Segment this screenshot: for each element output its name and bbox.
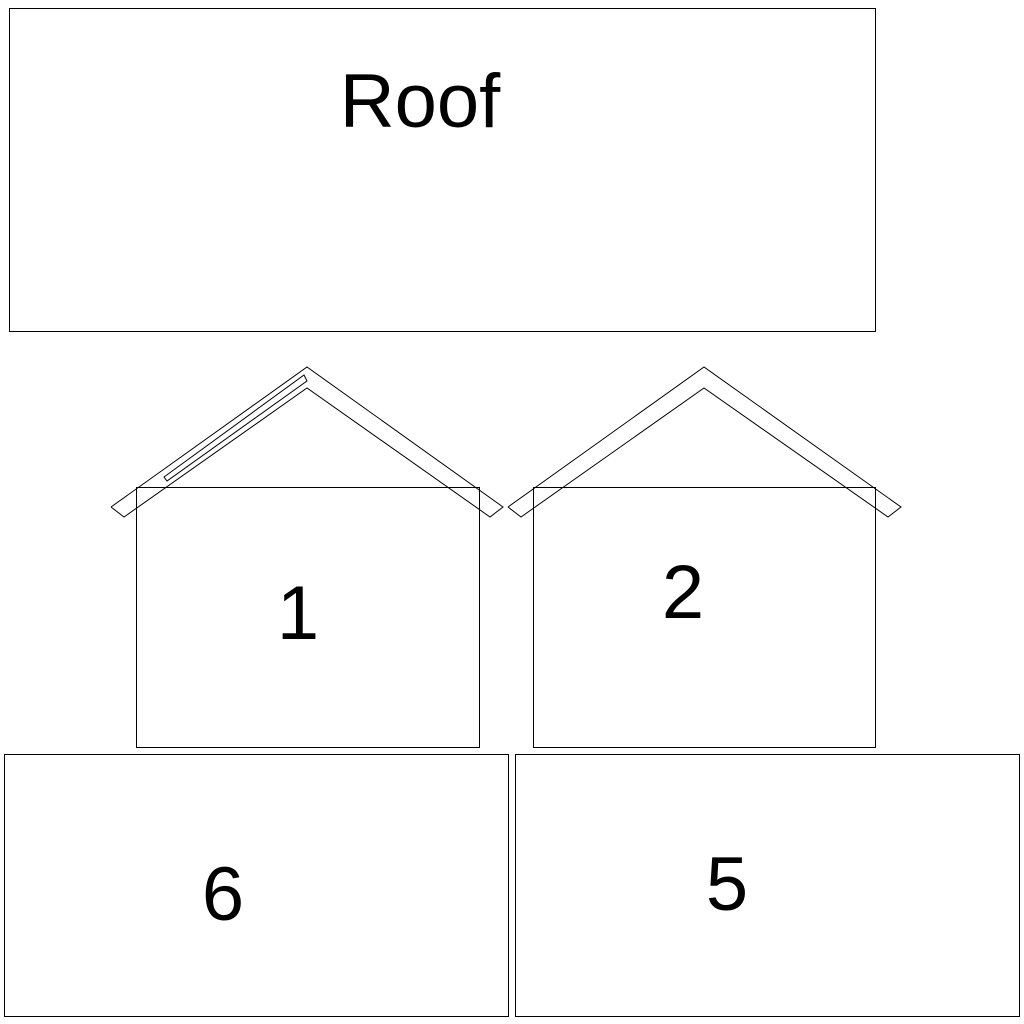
gable-wall-2-body <box>533 487 876 748</box>
gable-wall-1: 1 <box>110 366 504 748</box>
roof-panel-outline <box>9 8 876 332</box>
gable-wall-1-body <box>136 487 480 748</box>
gable-wall-1-roof-trim <box>110 366 504 518</box>
side-panel-5: 5 <box>515 754 1020 1017</box>
side-panel-5-label: 5 <box>706 842 748 927</box>
gable-wall-1-label: 1 <box>277 571 319 656</box>
side-panel-6: 6 <box>4 754 509 1017</box>
side-panel-6-label: 6 <box>202 852 244 937</box>
gable-wall-1-vent-slot <box>163 374 308 482</box>
side-panel-6-outline <box>4 754 509 1017</box>
roof-panel-label: Roof <box>340 59 501 144</box>
gable-wall-2-label: 2 <box>662 550 704 635</box>
gable-wall-2-roof-trim <box>507 366 902 518</box>
roof-panel: Roof <box>9 8 876 332</box>
side-panel-5-outline <box>515 754 1020 1017</box>
gable-wall-2: 2 <box>507 366 902 748</box>
